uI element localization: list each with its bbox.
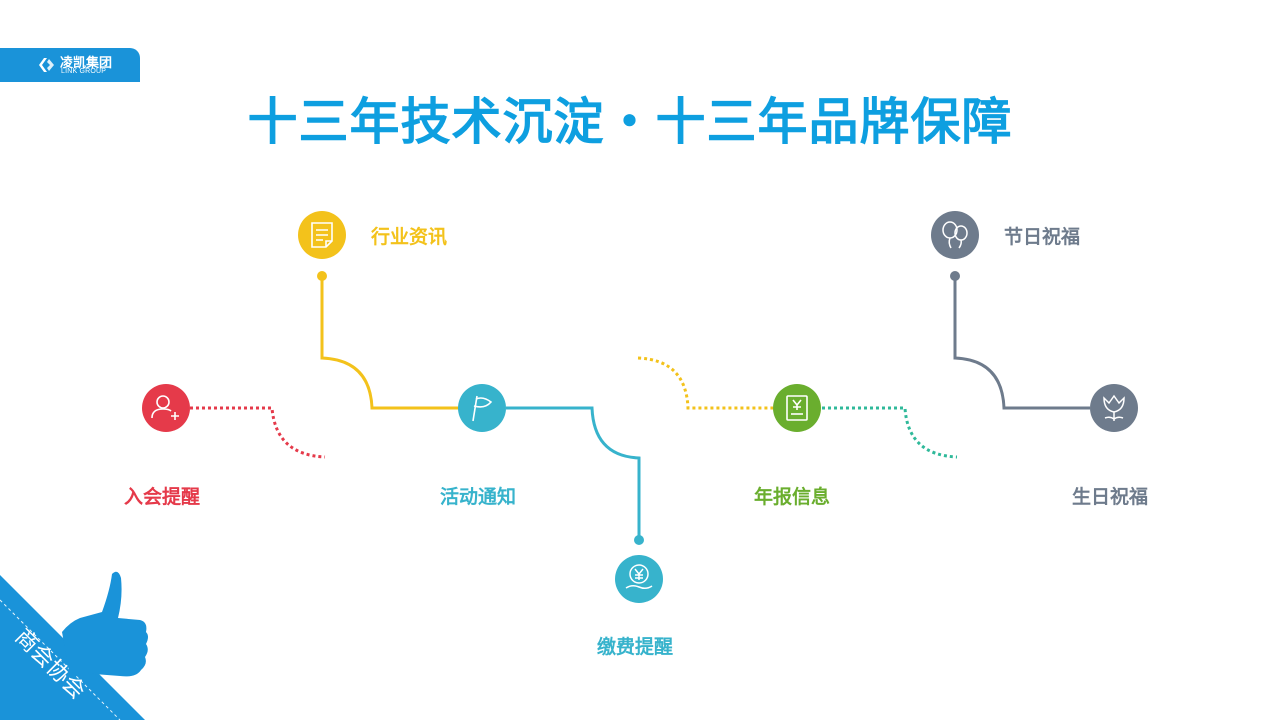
link-group-logo-icon — [39, 58, 54, 72]
corner-badge: 商会协会 — [0, 571, 148, 720]
connector-dot-industry-news — [317, 271, 327, 281]
logo-name-cn: 凌凯集团 — [60, 56, 113, 71]
report-book-icon — [786, 395, 808, 421]
thumbs-up-icon — [62, 571, 148, 677]
connector-join-reminder — [190, 406, 326, 459]
flower-icon — [1103, 394, 1125, 421]
node-industry-news[interactable] — [298, 211, 346, 259]
node-holiday-greetings[interactable] — [931, 211, 979, 259]
flag-icon — [472, 395, 493, 422]
connector-dot-holiday — [950, 271, 960, 281]
node-payment-reminder[interactable] — [615, 555, 663, 603]
label-industry-news: 行业资讯 — [371, 226, 448, 248]
node-birthday-greetings[interactable] — [1090, 384, 1138, 432]
connector-annual-report-right — [822, 406, 958, 459]
label-holiday-greetings: 节日祝福 — [1004, 226, 1081, 248]
label-activity-notice: 活动通知 — [440, 486, 517, 508]
label-join-reminder: 入会提醒 — [124, 486, 201, 508]
connector-industry-news — [320, 276, 460, 410]
connector-holiday — [953, 276, 1090, 410]
label-payment-reminder: 缴费提醒 — [597, 636, 674, 658]
node-annual-report[interactable] — [773, 384, 821, 432]
label-annual-report: 年报信息 — [754, 486, 831, 508]
yuan-coin-hand-icon — [625, 564, 653, 590]
connector-activity-notice — [506, 406, 641, 540]
logo-name-en: LINK GROUP — [61, 68, 107, 75]
connector-dot-payment — [634, 535, 644, 545]
document-icon — [311, 222, 333, 248]
label-birthday-greetings: 生日祝福 — [1072, 486, 1149, 508]
balloons-icon — [942, 221, 968, 249]
user-add-icon — [151, 395, 179, 420]
node-join-reminder[interactable] — [142, 384, 190, 432]
connector-annual-report-left — [637, 356, 773, 410]
node-activity-notice[interactable] — [458, 384, 506, 432]
logo-tab: 凌凯集团 LINK GROUP — [0, 48, 140, 82]
page-title: 十三年技术沉淀・十三年品牌保障 — [247, 93, 1013, 151]
